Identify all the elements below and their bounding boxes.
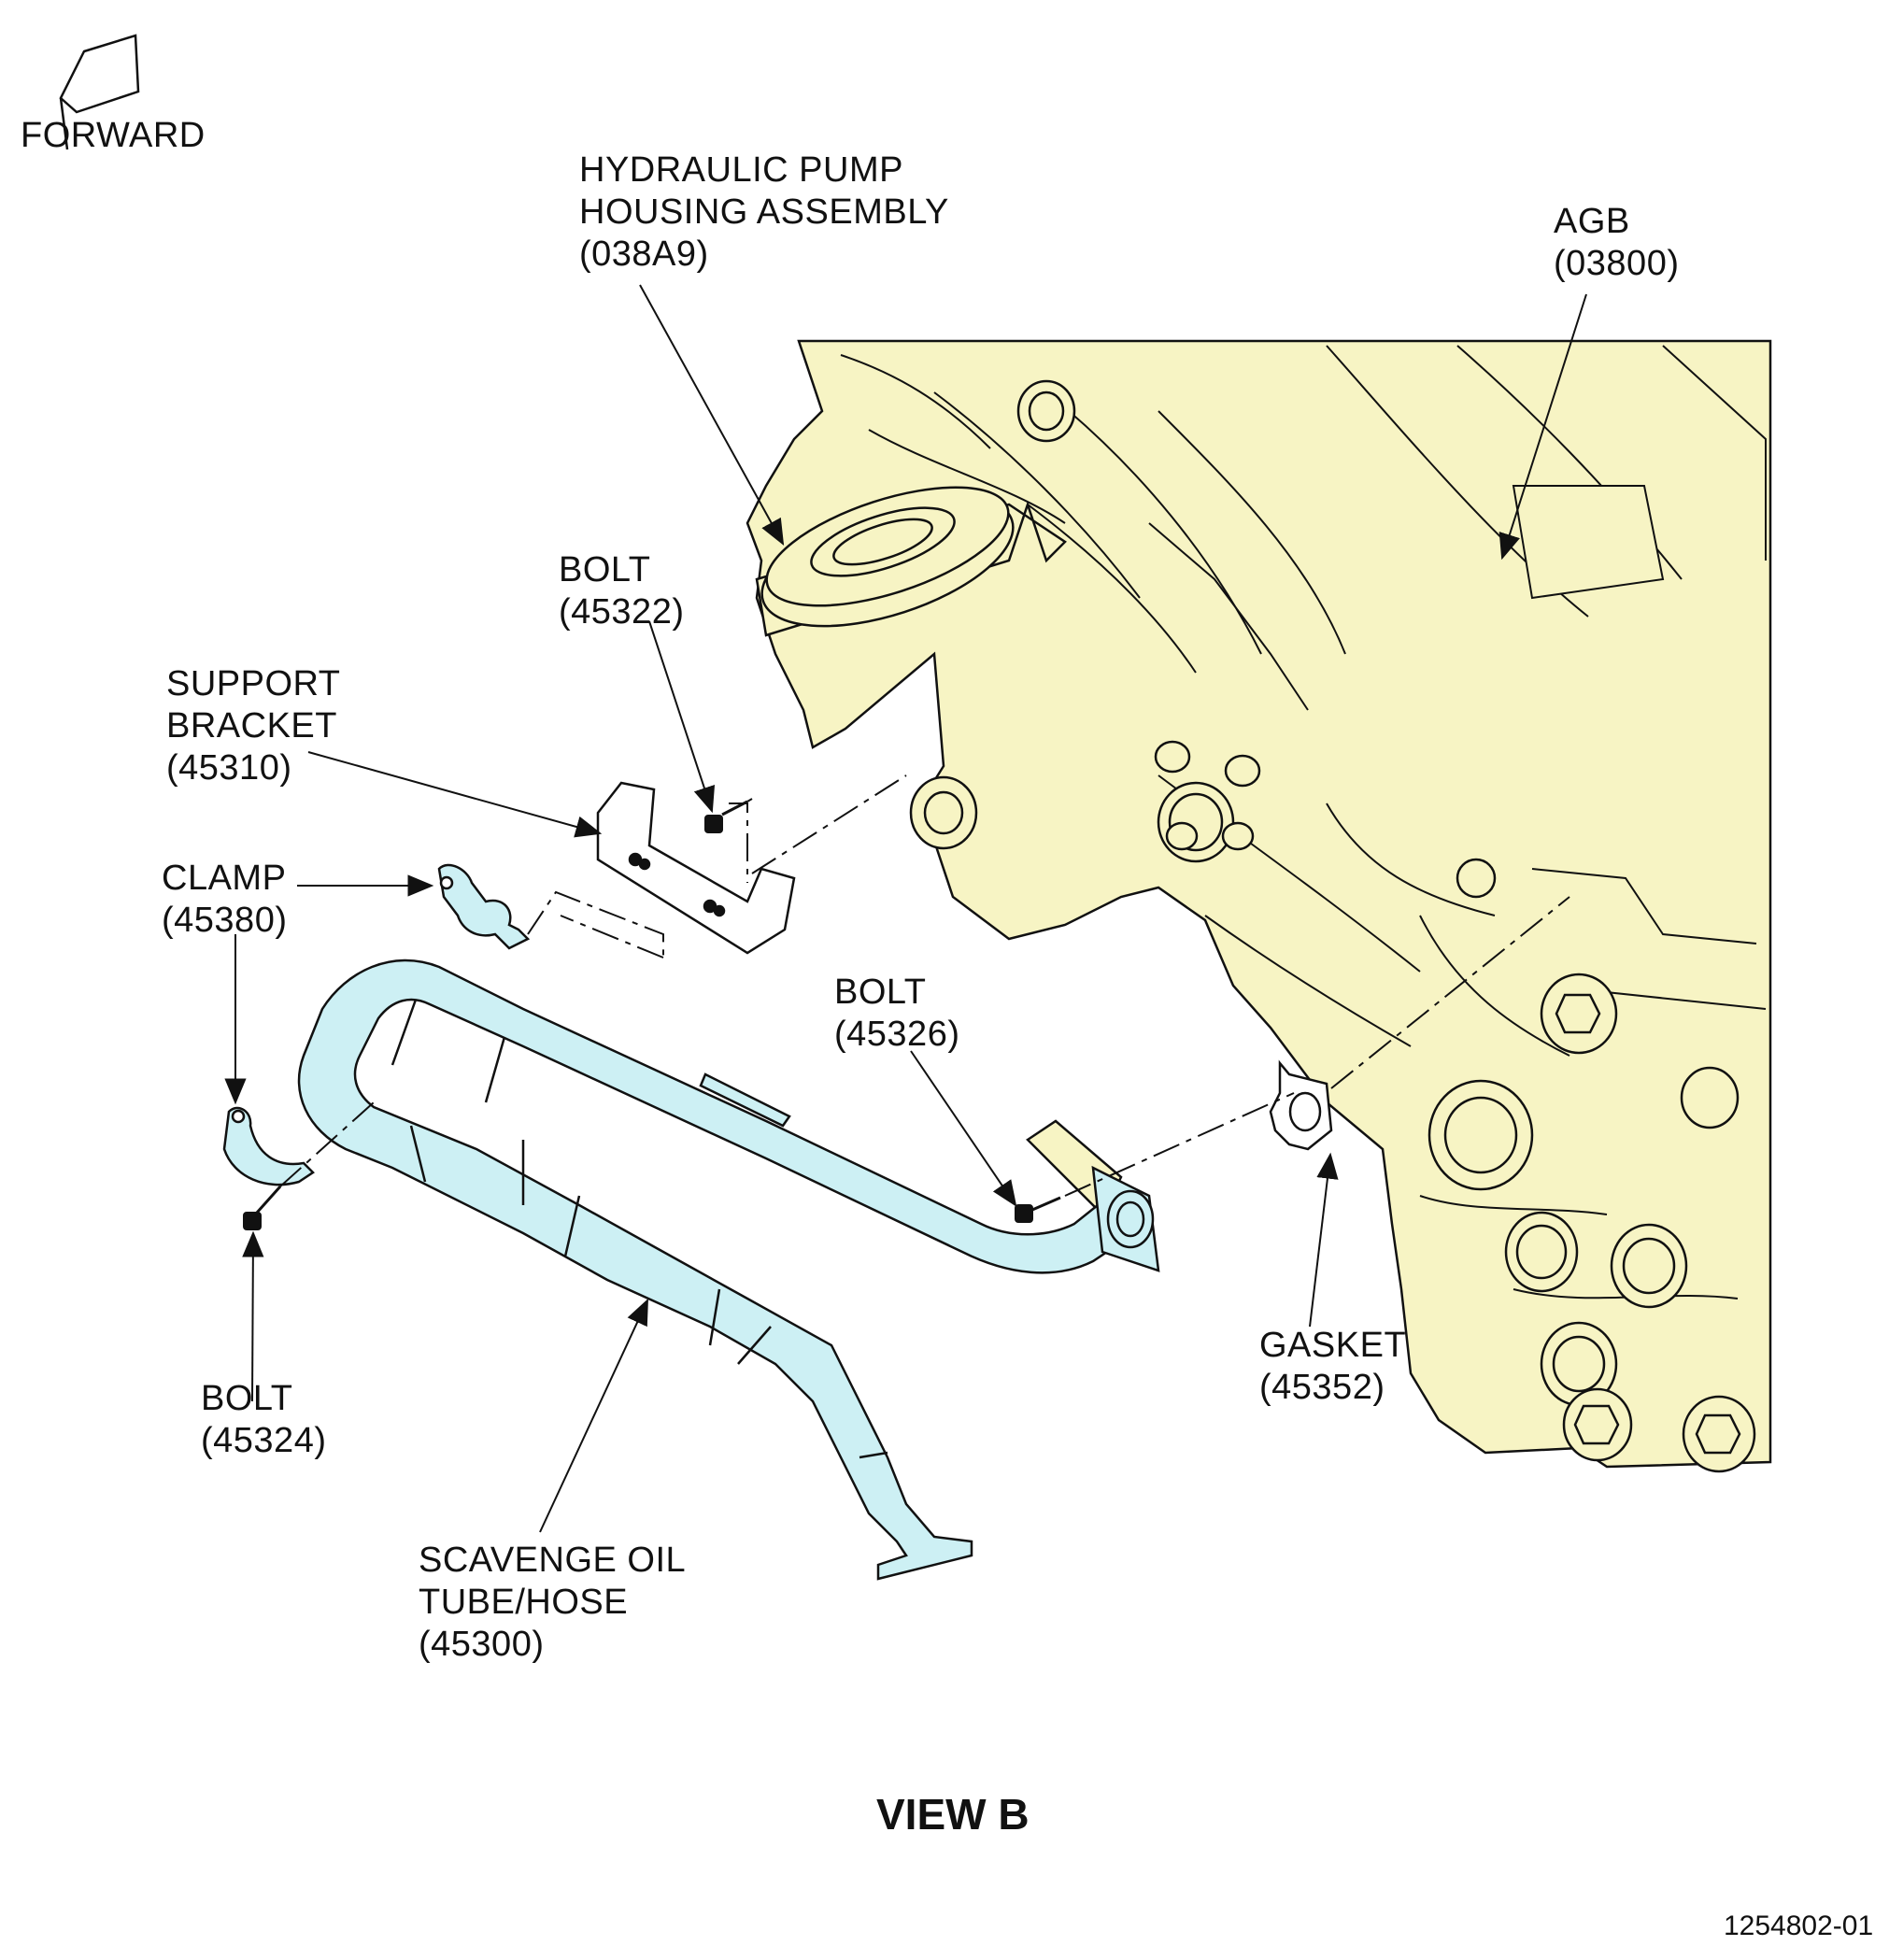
callout-scavenge-tube: SCAVENGE OIL TUBE/HOSE (45300) (419, 1540, 686, 1666)
leader-lines (224, 284, 1587, 1533)
figure-number: 1254802-01 (1724, 1910, 1874, 1941)
clamp-lower (222, 1106, 315, 1186)
clamp-upper (437, 863, 531, 950)
callout-scavenge-tube-line2: TUBE/HOSE (419, 1583, 629, 1622)
callout-support-bracket-line2: BRACKET (166, 706, 337, 746)
callout-bolt-45324-line1: BOLT (201, 1379, 293, 1418)
scavenge-oil-tube (297, 959, 1160, 1581)
callout-bolt-45324: BOLT (45324) (201, 1378, 326, 1462)
callout-support-bracket-line1: SUPPORT (166, 664, 341, 703)
callout-hydraulic-pump-part: (038A9) (579, 234, 709, 274)
callout-agb-line1: AGB (1554, 202, 1630, 241)
bolt-45322-icon (704, 800, 748, 833)
callout-agb-part: (03800) (1554, 244, 1680, 283)
callout-hydraulic-pump-line2: HOUSING ASSEMBLY (579, 192, 949, 232)
leader-bolt-45322 (648, 620, 716, 814)
leader-bolt-45326 (910, 1050, 1017, 1207)
callout-support-bracket-part: (45310) (166, 748, 292, 788)
callout-gasket: GASKET (45352) (1259, 1325, 1406, 1409)
forward-label: FORWARD (21, 116, 206, 155)
callout-bolt-45326: BOLT (45326) (834, 972, 959, 1056)
leader-gasket (1309, 1152, 1339, 1328)
leader-bolt-45324 (242, 1230, 264, 1402)
gasket (1269, 1059, 1333, 1151)
support-bracket (596, 781, 796, 955)
callout-gasket-line1: GASKET (1259, 1326, 1407, 1365)
callout-bolt-45322-line1: BOLT (559, 550, 651, 589)
assembly-centerlines (279, 774, 1570, 1197)
leader-agb (1498, 293, 1587, 561)
callout-clamp-line1: CLAMP (162, 859, 287, 898)
leader-scavenge-tube (539, 1298, 648, 1533)
callout-clamp-part: (45380) (162, 901, 288, 940)
callout-clamp: CLAMP (45380) (162, 858, 287, 942)
callout-hydraulic-pump-line1: HYDRAULIC PUMP (579, 150, 903, 190)
callout-bolt-45322: BOLT (45322) (559, 549, 684, 633)
hydraulic-pump-flange (755, 486, 1123, 1217)
agb-detail (840, 345, 1767, 1300)
callout-bolt-45324-part: (45324) (201, 1421, 327, 1460)
callout-agb: AGB (03800) (1554, 201, 1679, 285)
callout-scavenge-tube-part: (45300) (419, 1625, 545, 1664)
view-title: VIEW B (876, 1790, 1030, 1839)
callout-bolt-45326-part: (45326) (834, 1015, 960, 1054)
callout-bolt-45322-part: (45322) (559, 592, 685, 632)
leader-support-bracket (307, 751, 603, 838)
callout-hydraulic-pump: HYDRAULIC PUMP HOUSING ASSEMBLY (038A9) (579, 149, 949, 276)
bolt-45326-icon (1015, 1196, 1061, 1223)
leader-hydraulic-pump (639, 284, 785, 547)
callout-scavenge-tube-line1: SCAVENGE OIL (419, 1541, 687, 1580)
callout-support-bracket: SUPPORT BRACKET (45310) (166, 663, 341, 789)
forward-arrow-icon (59, 34, 140, 150)
bolt-45324-icon (243, 1186, 282, 1230)
agb-bosses (909, 379, 1756, 1473)
callout-gasket-part: (45352) (1259, 1368, 1385, 1407)
callout-bolt-45326-line1: BOLT (834, 973, 927, 1012)
